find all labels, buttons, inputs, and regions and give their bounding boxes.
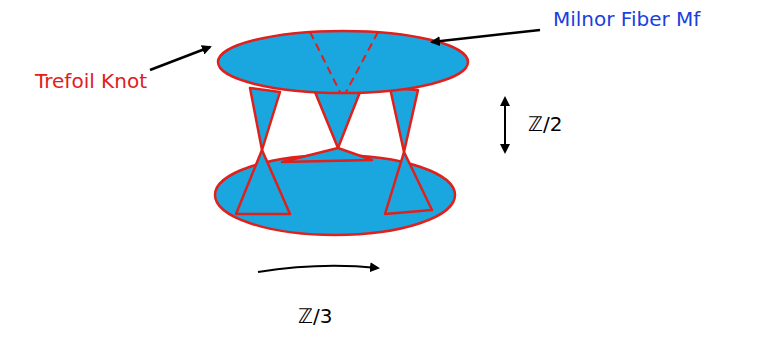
hidden-knot-strands xyxy=(310,32,378,92)
twisted-bands xyxy=(236,88,432,214)
leader-line xyxy=(150,47,210,70)
leader-line xyxy=(432,30,540,42)
knot-label: Trefoil Knot xyxy=(35,70,147,92)
fiber-label: Milnor Fiber Mf xyxy=(553,8,700,30)
group-label: ℤ/3 xyxy=(298,305,332,327)
top-disk xyxy=(218,31,468,93)
rotation-arrow xyxy=(258,266,378,272)
group-label: ℤ/2 xyxy=(528,113,562,135)
vertical-double-arrow xyxy=(504,98,506,152)
